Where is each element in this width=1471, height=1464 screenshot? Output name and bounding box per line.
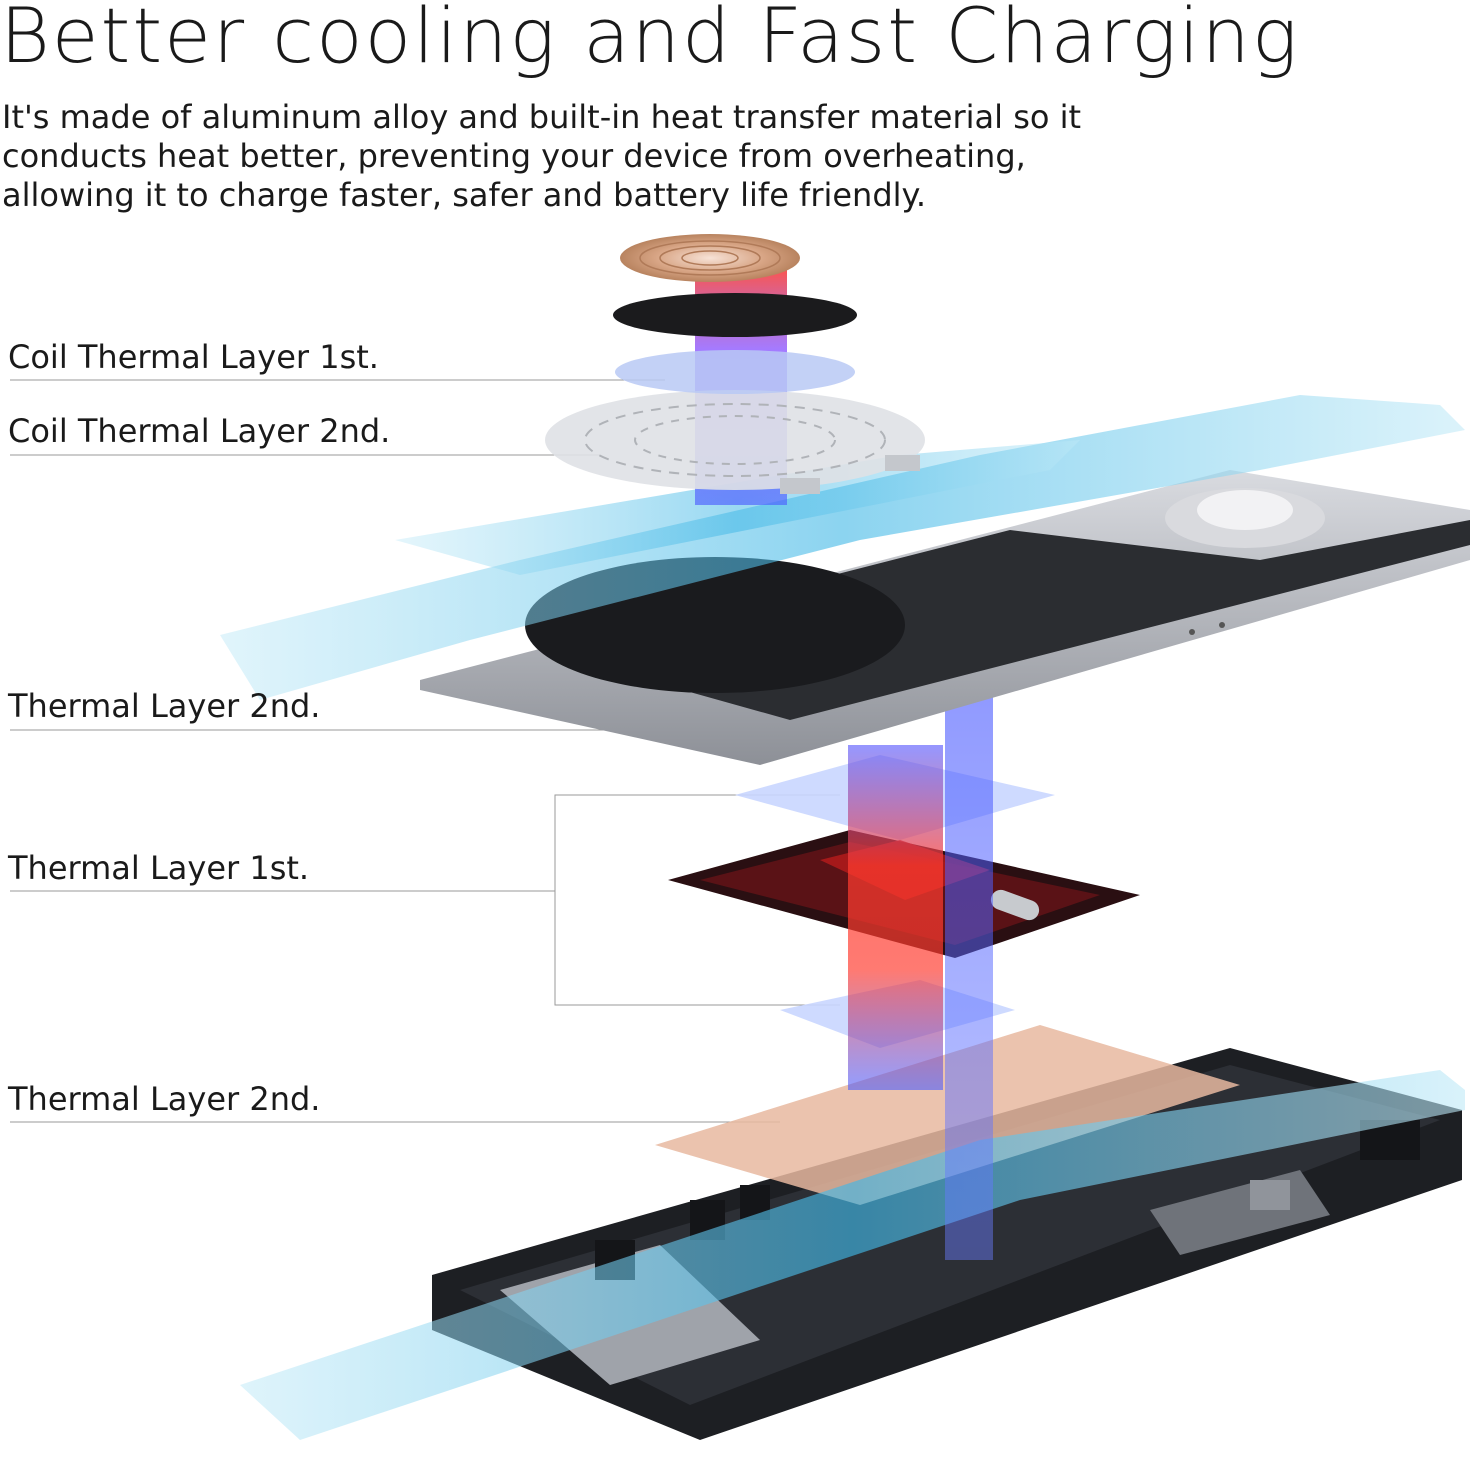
- cool-column: [945, 640, 993, 1260]
- airflow-ribbon-upper: [220, 395, 1465, 700]
- callout-label: Thermal Layer 2nd.: [8, 687, 321, 725]
- copper-coil: [620, 234, 800, 282]
- description: It's made of aluminum alloy and built-in…: [2, 98, 1222, 215]
- heat-column-lower: [848, 745, 943, 1090]
- callout-label: Thermal Layer 2nd.: [8, 1080, 321, 1118]
- callout-label: Coil Thermal Layer 1st.: [8, 338, 379, 376]
- coil-thermal-layer: [615, 350, 855, 394]
- callout-label: Thermal Layer 1st.: [8, 849, 310, 887]
- callout-label: Coil Thermal Layer 2nd.: [8, 412, 391, 450]
- ferrite-disc: [613, 293, 857, 337]
- description-line: allowing it to charge faster, safer and …: [2, 176, 927, 214]
- description-line: conducts heat better, preventing your de…: [2, 137, 1026, 175]
- coil-thermal-plate: [545, 390, 925, 494]
- page-title: Better cooling and Fast Charging: [0, 0, 1300, 80]
- airflow-ribbon-top: [395, 440, 1080, 575]
- description-line: It's made of aluminum alloy and built-in…: [2, 98, 1082, 136]
- airflow-ribbon-lower: [240, 1070, 1465, 1440]
- callout-bracket: [554, 794, 840, 1006]
